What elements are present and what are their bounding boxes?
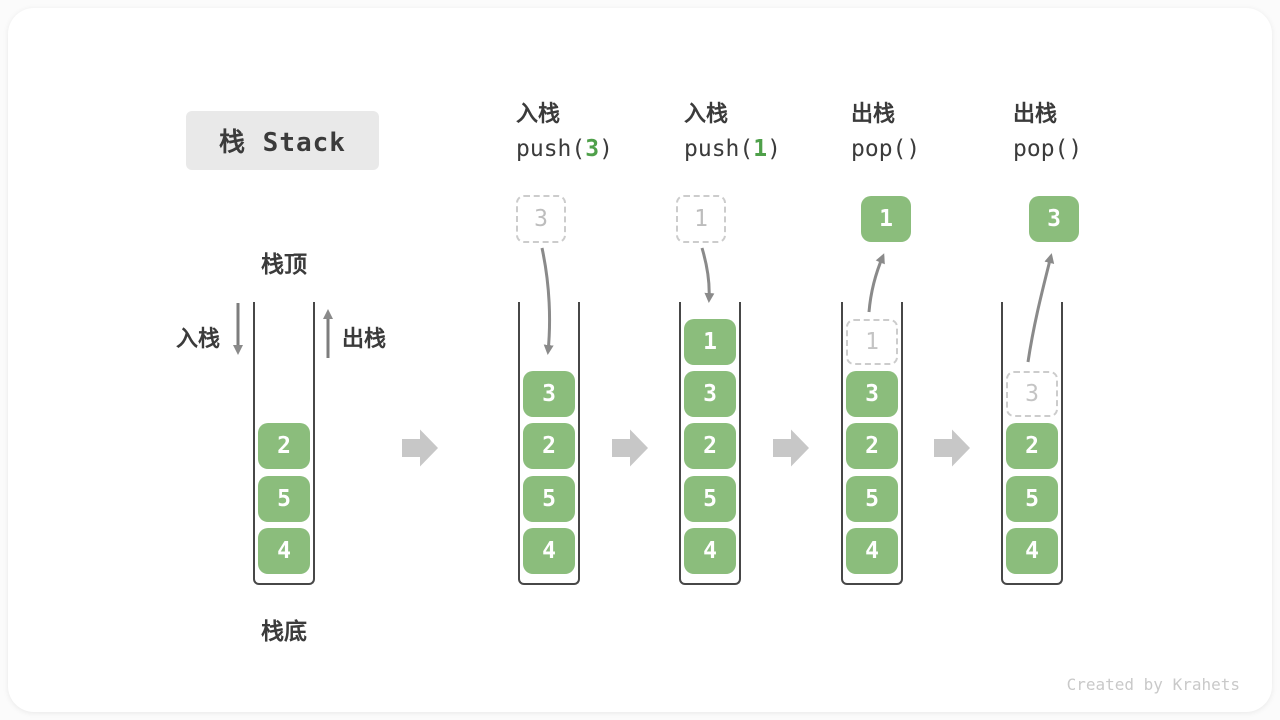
stack-cell: 2 [523, 423, 575, 469]
popped-value-box: 1 [861, 196, 911, 242]
stack-cell: 2 [258, 423, 310, 469]
code-arg: 1 [753, 136, 768, 162]
stack-cell: 4 [258, 528, 310, 574]
diagram-title-text: 栈 Stack [219, 128, 346, 158]
stack-cell-ghost: 1 [846, 319, 898, 365]
code-fn: push( [516, 136, 586, 162]
stack-cell: 2 [684, 423, 736, 469]
code-fn: pop( [851, 136, 907, 162]
stack-cell: 5 [846, 476, 898, 522]
stack-cell: 5 [684, 476, 736, 522]
stack-cell-ghost: 3 [1006, 371, 1058, 417]
step-arrow-icon [773, 429, 809, 467]
stack-cell: 2 [1006, 423, 1058, 469]
step-arrow-icon [612, 429, 648, 467]
stack-cell: 3 [684, 371, 736, 417]
push-value-box: 1 [676, 195, 726, 243]
code-fn: push( [684, 136, 754, 162]
op-header-pop1: 出栈 pop() [851, 103, 920, 161]
pop-side-label: 出栈 [342, 326, 387, 351]
code-close: ) [906, 136, 921, 162]
op-label: 入栈 [684, 101, 729, 126]
op-header-pop3: 出栈 pop() [1013, 103, 1082, 161]
step-arrow-icon [402, 429, 438, 467]
stack-cell: 3 [523, 371, 575, 417]
push-side-label: 入栈 [175, 326, 220, 351]
code-arg: 3 [585, 136, 600, 162]
step-arrow-icon [934, 429, 970, 467]
stack-cell: 5 [1006, 476, 1058, 522]
op-code: pop() [851, 138, 920, 161]
stack-cell: 3 [846, 371, 898, 417]
code-close: ) [767, 136, 781, 162]
op-code: pop() [1013, 138, 1082, 161]
code-close: ) [1068, 136, 1083, 162]
op-code: push(1) [684, 138, 781, 161]
op-label: 出栈 [1013, 101, 1058, 126]
op-label: 出栈 [851, 101, 896, 126]
diagram-title: 栈 Stack [186, 111, 379, 170]
op-code: push(3) [516, 138, 613, 161]
stack-cell: 5 [523, 476, 575, 522]
stack-cell: 4 [523, 528, 575, 574]
stack-cell: 2 [846, 423, 898, 469]
op-header-push1: 入栈 push(1) [684, 103, 781, 161]
op-header-push3: 入栈 push(3) [516, 103, 613, 161]
watermark: Created by Krahets [1066, 675, 1240, 694]
push-value-box: 3 [516, 195, 566, 243]
stack-cell: 4 [846, 528, 898, 574]
op-label: 入栈 [516, 101, 561, 126]
stack-cell: 4 [684, 528, 736, 574]
push-1-arrow [700, 247, 715, 303]
stack-cell: 4 [1006, 528, 1058, 574]
code-close: ) [599, 136, 613, 162]
code-fn: pop( [1013, 136, 1069, 162]
stack-bottom-label: 栈底 [261, 618, 307, 644]
stack-cell: 5 [258, 476, 310, 522]
stack-cell: 1 [684, 319, 736, 365]
popped-value-box: 3 [1029, 196, 1079, 242]
stack-top-label: 栈顶 [261, 251, 307, 277]
